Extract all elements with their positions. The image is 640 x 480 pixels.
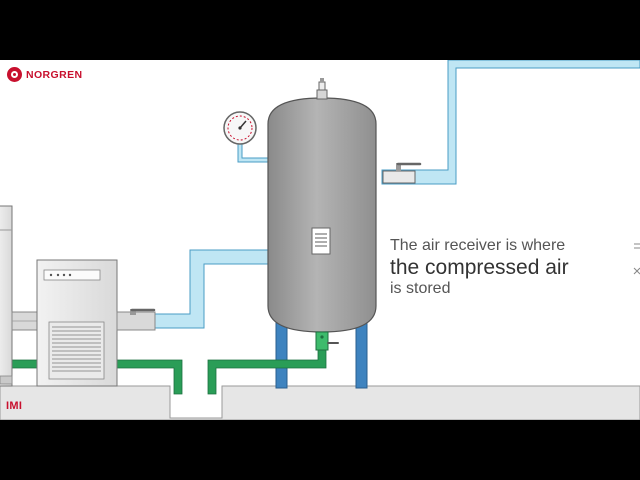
- norgren-logo-icon: [7, 67, 22, 82]
- compressed-air-system-diagram: [0, 60, 640, 420]
- brand-name: NORGREN: [26, 68, 83, 81]
- partial-edge-icon: [633, 243, 640, 275]
- dryer-outlet-pipe: [116, 311, 156, 331]
- floor: [0, 385, 640, 420]
- info-plate-icon: [311, 227, 331, 255]
- ball-valve-icon: [382, 162, 422, 184]
- air-dryer-unit: [36, 259, 118, 387]
- drain-valve-icon: [315, 331, 339, 351]
- air-receiver-tank: [267, 97, 377, 333]
- air-compressor: [0, 205, 13, 387]
- gauge-pipe: [237, 141, 269, 163]
- animation-scene: NORGREN The air receiver is where the co…: [0, 60, 640, 420]
- caption: The air receiver is where the compressed…: [390, 237, 569, 298]
- pressure-gauge-icon: [223, 111, 257, 145]
- inlet-ball-valve-icon: [130, 308, 156, 315]
- brand-logo: NORGREN: [7, 67, 82, 82]
- caption-line-2: the compressed air: [390, 255, 569, 279]
- outlet-air-pipe: [381, 60, 640, 185]
- footer-logo: IMI: [6, 400, 23, 412]
- caption-line-3: is stored: [390, 279, 451, 297]
- inlet-air-pipe: [154, 249, 269, 329]
- safety-valve-icon: [316, 78, 328, 100]
- caption-line-1: The air receiver is where: [390, 237, 566, 254]
